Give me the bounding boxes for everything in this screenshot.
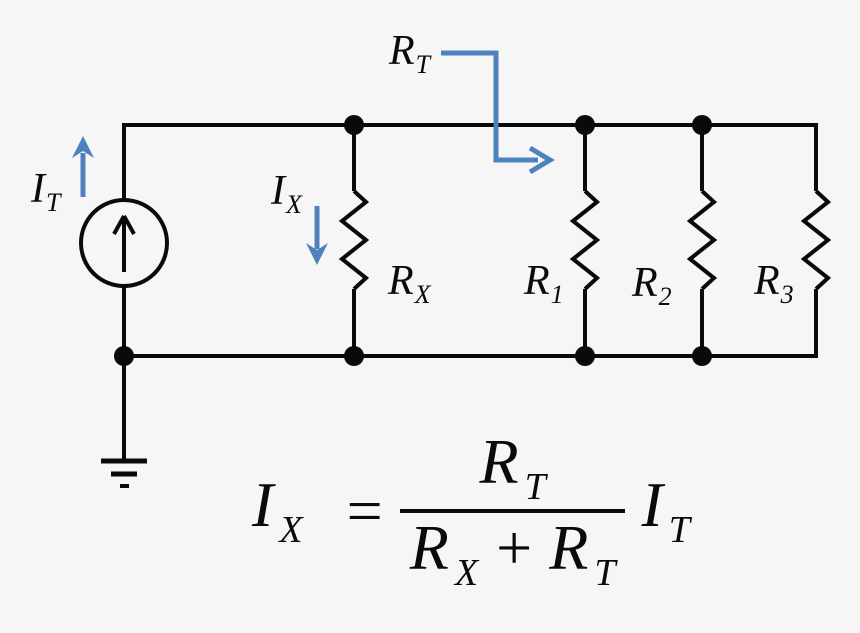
total-current-label: IT — [31, 166, 61, 217]
resistor-r2-zigzag — [686, 125, 718, 356]
rt-pointer-arrow-icon — [441, 50, 555, 175]
branch-current-label: IX — [271, 168, 302, 219]
node-dot — [344, 346, 364, 366]
top-rail-wire — [122, 123, 818, 202]
current-source-circle — [79, 198, 169, 288]
node-dot — [575, 115, 595, 135]
resistor-rx-zigzag — [338, 125, 370, 356]
resistor-r3-label: R3 — [754, 258, 794, 309]
node-dot — [344, 115, 364, 135]
total-resistance-label: RT — [389, 28, 431, 79]
resistor-r2-label: R2 — [632, 260, 672, 311]
node-dot — [575, 346, 595, 366]
resistor-rx-label: RX — [388, 258, 431, 309]
node-dots — [114, 115, 712, 366]
resistor-r1-zigzag — [569, 125, 601, 356]
total-current-arrow-icon — [72, 136, 94, 197]
node-dot — [114, 346, 134, 366]
ground-icon — [101, 356, 147, 488]
branch-current-arrow-icon — [306, 206, 328, 265]
fraction-bar — [399, 509, 626, 513]
resistor-r3-zigzag — [800, 189, 832, 291]
node-dot — [692, 346, 712, 366]
formula-equals: = — [342, 475, 386, 546]
current-source-arrow-icon — [112, 215, 136, 272]
resistor-r1-label: R1 — [524, 258, 564, 309]
node-dot — [692, 115, 712, 135]
bottom-rail-wire — [122, 284, 818, 358]
